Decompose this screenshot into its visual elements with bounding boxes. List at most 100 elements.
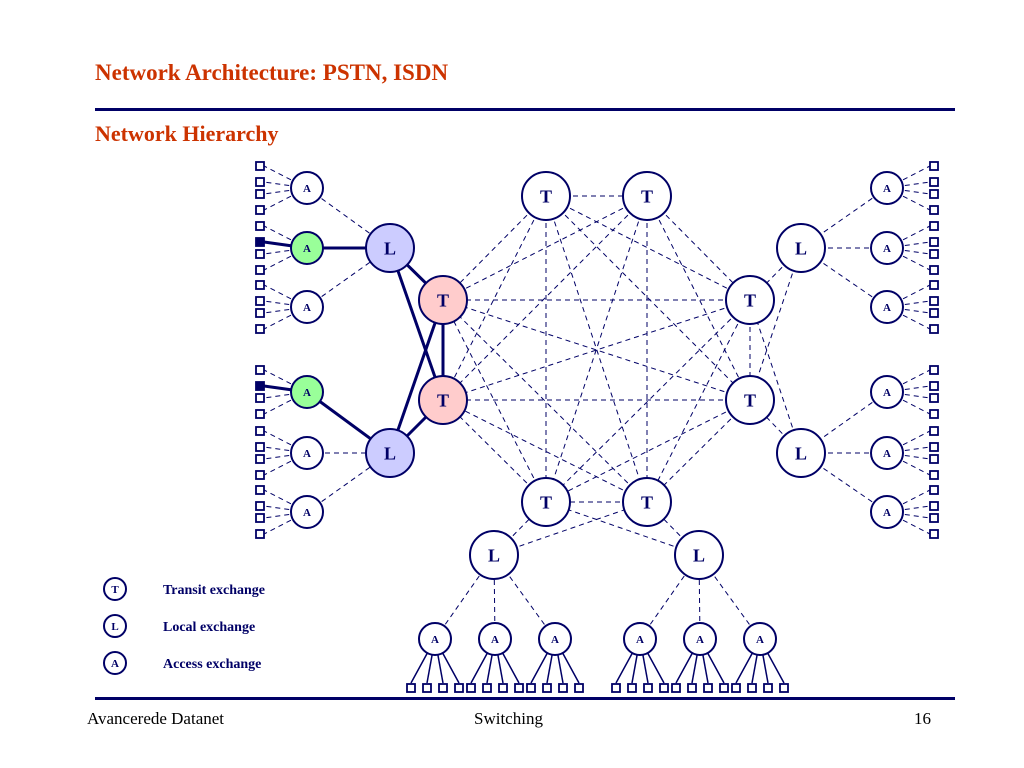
- links-layer: [263, 165, 931, 684]
- access-exchange: A: [538, 622, 572, 656]
- legend-item-access: A Access exchange: [103, 651, 261, 675]
- transit-exchange-label: T: [744, 290, 756, 310]
- subscriber-terminal: [703, 683, 713, 693]
- transit-exchange-label: T: [744, 390, 756, 410]
- subscriber-line: [263, 505, 308, 513]
- subscriber-terminal: [929, 442, 939, 452]
- transit-exchange-label: T: [540, 492, 552, 512]
- transit-exchange: T: [725, 275, 775, 325]
- local-exchange-label: L: [795, 238, 807, 258]
- subscriber-terminal: [929, 280, 939, 290]
- subscriber-terminal: [671, 683, 681, 693]
- trunk-link: [442, 195, 648, 401]
- access-exchange-label: A: [883, 448, 891, 460]
- access-exchange-circle: [290, 231, 324, 265]
- subscriber-line: [263, 391, 308, 415]
- legend-local-symbol: [103, 614, 127, 638]
- transit-exchange: T: [622, 171, 672, 221]
- subscriber-line: [886, 452, 931, 460]
- subscriber-terminal: [514, 683, 524, 693]
- subscriber-terminal: [255, 308, 265, 318]
- transit-exchange-circle: [622, 477, 672, 527]
- access-exchange-label: A: [491, 634, 499, 646]
- access-exchange: A: [870, 436, 904, 470]
- subscriber-line: [886, 247, 931, 271]
- subscriber-terminal: [255, 409, 265, 419]
- trunk-link: [545, 399, 751, 503]
- subscriber-terminal: [255, 393, 265, 403]
- subscriber-line: [886, 505, 931, 513]
- trunk-link: [388, 247, 445, 401]
- footer-center: Switching: [474, 709, 543, 728]
- access-exchange-label: A: [303, 243, 311, 255]
- subscriber-terminal: [466, 683, 476, 693]
- subscriber-terminal: [255, 221, 265, 231]
- subscriber-line: [263, 452, 308, 460]
- subscriber-line: [263, 187, 308, 195]
- subscriber-line: [263, 306, 308, 330]
- active-subscriber-terminal: [255, 237, 265, 247]
- legend-transit-symbol: [103, 577, 127, 601]
- subscriber-line: [886, 391, 931, 399]
- subscriber-terminal: [255, 470, 265, 480]
- subscriber-terminal: [627, 683, 637, 693]
- access-exchange-label: A: [431, 634, 439, 646]
- access-exchange-circle: [538, 622, 572, 656]
- subscriber-line: [886, 385, 931, 393]
- transit-exchange-circle: [622, 171, 672, 221]
- subscriber-terminal: [929, 470, 939, 480]
- subscriber-terminal: [454, 683, 464, 693]
- subscriber-line: [263, 284, 308, 308]
- access-exchange-circle: [870, 231, 904, 265]
- access-exchange-circle: [290, 171, 324, 205]
- subscriber-terminal: [255, 513, 265, 523]
- footer-page-number: 16: [914, 709, 931, 728]
- subscriber-terminal: [482, 683, 492, 693]
- subscriber-line: [886, 430, 931, 454]
- access-exchange-label: A: [883, 507, 891, 519]
- subscriber-terminal: [255, 485, 265, 495]
- access-exchange-label: A: [696, 634, 704, 646]
- access-exchange: A: [683, 622, 717, 656]
- subscriber-terminal: [255, 296, 265, 306]
- subscriber-terminal: [558, 683, 568, 693]
- local-exchange: L: [469, 530, 519, 580]
- subscriber-terminal: [422, 683, 432, 693]
- transit-exchange-label: T: [437, 390, 449, 410]
- top-divider: [95, 108, 955, 111]
- subscriber-line: [886, 391, 931, 415]
- subscriber-terminal: [526, 683, 536, 693]
- subscriber-terminal: [498, 683, 508, 693]
- local-exchange-circle: [365, 428, 415, 478]
- subscriber-line: [886, 369, 931, 393]
- subscriber-line: [886, 306, 931, 330]
- subscriber-terminal: [611, 683, 621, 693]
- access-exchange-circle: [623, 622, 657, 656]
- subscriber-line: [263, 247, 308, 271]
- transit-exchange: T: [418, 275, 468, 325]
- legend-item-local: L Local exchange: [103, 614, 255, 638]
- transit-exchange: T: [725, 375, 775, 425]
- subscriber-terminal: [255, 529, 265, 539]
- subscriber-terminal: [255, 177, 265, 187]
- access-exchange: A: [290, 375, 324, 409]
- subscriber-terminal: [659, 683, 669, 693]
- access-exchange-label: A: [636, 634, 644, 646]
- trunk-link: [442, 195, 648, 301]
- subscriber-line: [263, 391, 308, 399]
- subscriber-terminal: [542, 683, 552, 693]
- subscriber-terminal: [929, 265, 939, 275]
- access-exchange-label: A: [303, 507, 311, 519]
- subscriber-terminal: [929, 296, 939, 306]
- subscriber-line: [263, 300, 308, 308]
- subscriber-terminal: [255, 189, 265, 199]
- subscriber-terminal: [255, 365, 265, 375]
- subscriber-terminal: [255, 324, 265, 334]
- subscriber-line: [886, 225, 931, 249]
- subscriber-line: [886, 511, 931, 535]
- access-exchange-circle: [290, 290, 324, 324]
- local-exchange-label: L: [693, 545, 705, 565]
- subscriber-terminal: [929, 324, 939, 334]
- subscriber-line: [886, 181, 931, 189]
